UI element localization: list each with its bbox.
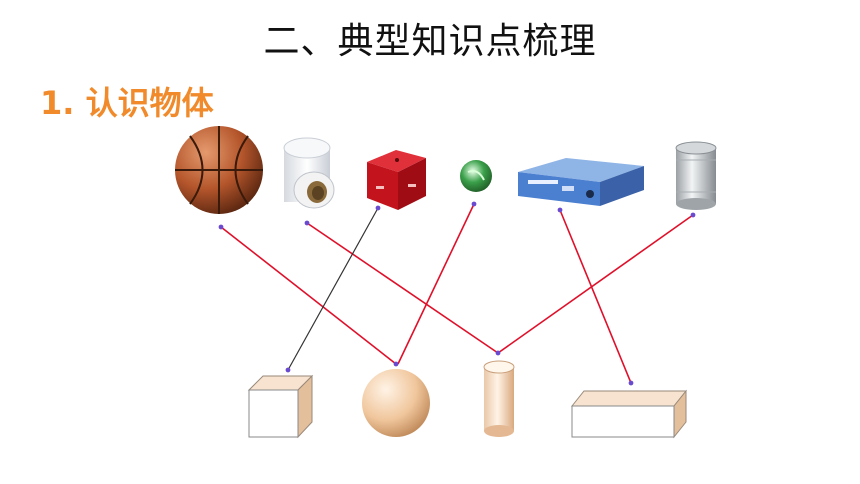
dot-cylinder <box>495 350 501 356</box>
match-line-roll-cylinder <box>306 222 499 354</box>
sphere-solid <box>362 369 430 437</box>
dot-device <box>557 207 563 213</box>
dot-sphere <box>393 361 399 367</box>
match-lines <box>220 203 694 384</box>
cuboid-solid <box>570 389 688 439</box>
dot-red-box <box>375 205 381 211</box>
match-dots <box>218 201 696 386</box>
red-box-image <box>367 150 426 210</box>
dot-cube <box>285 367 291 373</box>
basketball-image <box>175 126 263 214</box>
match-line-can-cylinder <box>497 214 694 354</box>
marble-image <box>460 160 492 192</box>
cylinder-solid <box>483 360 515 437</box>
dot-marble <box>471 201 477 207</box>
match-line-box-cube <box>287 207 379 371</box>
tin-can-image <box>675 141 717 210</box>
section-heading: 1. 认识物体 <box>40 84 214 122</box>
dot-paper-roll <box>304 220 310 226</box>
page-title: 二、典型知识点梳理 <box>263 21 597 62</box>
dot-cuboid <box>628 380 634 386</box>
cube-solid <box>247 374 314 439</box>
dot-basketball <box>218 224 224 230</box>
paper-roll-image <box>283 137 335 209</box>
match-line-device-cuboid <box>559 209 632 384</box>
dot-can <box>690 212 696 218</box>
blue-device-image <box>518 158 644 206</box>
match-line-basketball-sphere <box>220 226 397 365</box>
match-line-marble-sphere <box>397 203 475 365</box>
